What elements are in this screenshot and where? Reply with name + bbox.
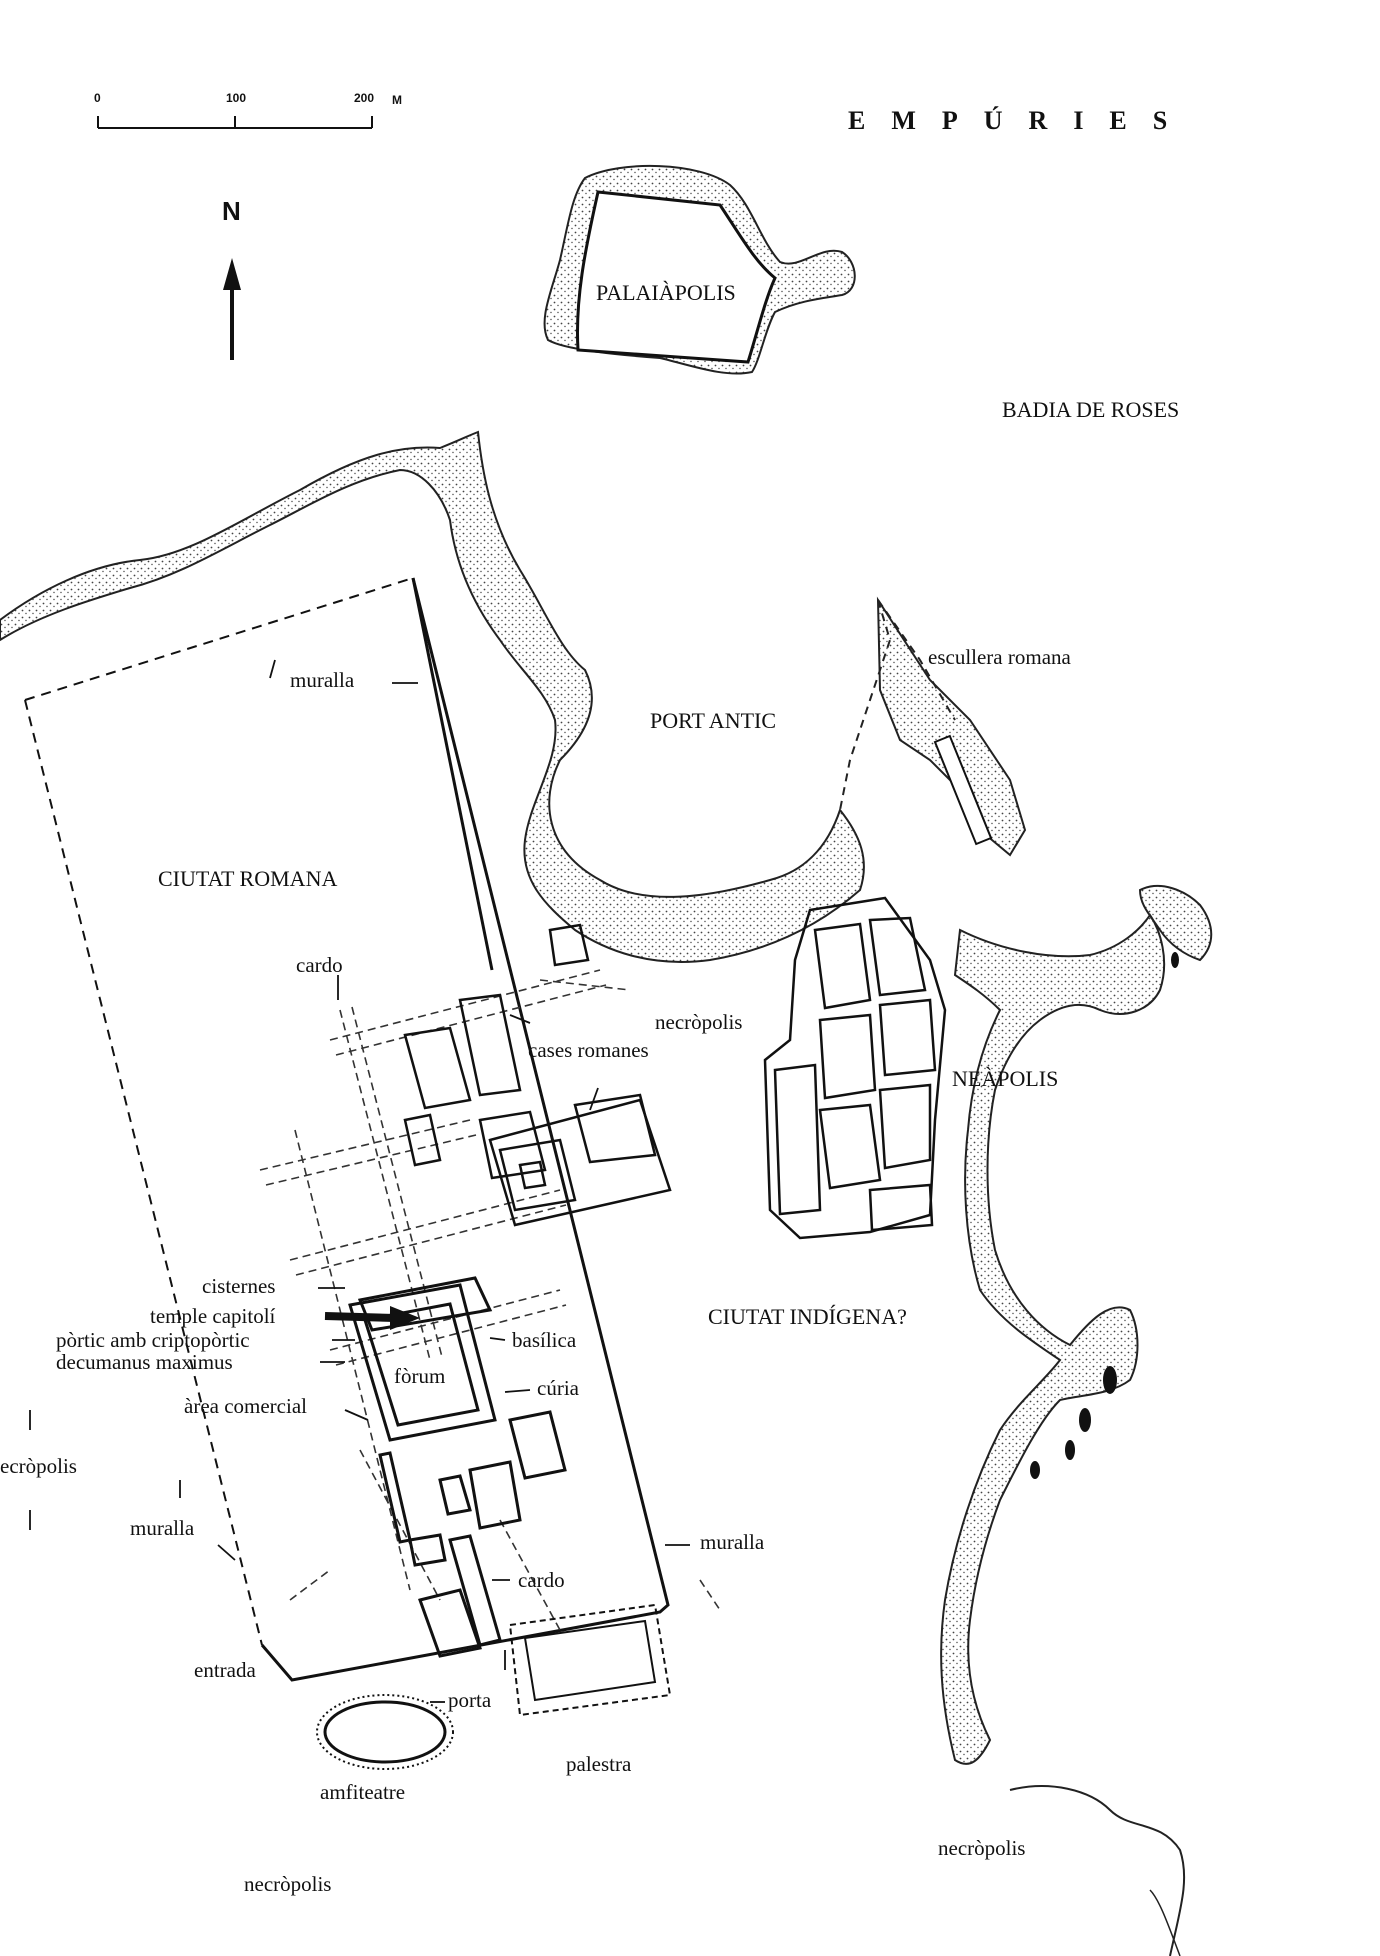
cases-romanes-blocks [403,923,672,1227]
label-cardo-bottom: cardo [518,1568,565,1592]
label-port-antic: PORT ANTIC [650,708,777,733]
amfiteatre-oval [316,1694,454,1770]
label-badia: BADIA DE ROSES [1002,397,1180,422]
scale-unit: M [392,93,402,107]
neapolis-city [763,896,947,1240]
east-coast [940,885,1213,1956]
scale-tick-200: 200 [354,91,375,105]
label-cases-romanes: cases romanes [528,1038,649,1062]
label-palaiapolis: PALAIÀPOLIS [596,280,736,305]
palestra-block [508,1603,672,1717]
label-ciutat-romana: CIUTAT ROMANA [158,866,338,891]
label-ciutat-indigena: CIUTAT INDÍGENA? [708,1304,907,1329]
label-necropolis-bottom-left: necròpolis [244,1872,332,1896]
label-cardo-top: cardo [296,953,343,977]
label-arrows [29,659,690,1703]
label-area-comercial: àrea comercial [184,1394,307,1418]
label-escullera: escullera romana [928,645,1071,669]
label-amfiteatre: amfiteatre [320,1780,406,1804]
escullera-romana [839,596,1027,857]
north-arrow-icon [223,258,241,360]
label-entrada: entrada [194,1658,256,1682]
roman-city-walls [24,577,670,1682]
palaiapolis-island [543,164,856,375]
label-decumanus: decumanus maximus [56,1350,233,1374]
label-cisternes: cisternes [202,1274,276,1298]
label-muralla-right: muralla [700,1530,765,1554]
label-necropolis-left: ecròpolis [0,1454,77,1478]
label-muralla-left: muralla [130,1516,195,1540]
label-curia: cúria [537,1376,579,1400]
label-palestra: palestra [566,1752,632,1776]
label-portic: pòrtic amb criptopòrtic [56,1328,250,1352]
north-label: N [222,196,241,226]
label-porta: porta [448,1688,492,1712]
label-neapolis: NEÀPOLIS [952,1066,1059,1091]
label-muralla-top: muralla [290,668,355,692]
scale-tick-100: 100 [226,91,247,105]
map-title: EMPÚRIES [848,106,1194,135]
scale-tick-0: 0 [94,91,101,105]
label-temple: temple capitolí [150,1304,276,1328]
label-basilica: basílica [512,1328,577,1352]
coastline [0,430,865,963]
forum-complex [348,1276,567,1658]
label-forum: fòrum [394,1364,446,1388]
label-necropolis-bottom-right: necròpolis [938,1836,1026,1860]
scale-bar [97,116,373,129]
temple-arrow-icon [324,1306,420,1330]
street-grid [259,969,721,1631]
label-necropolis-mid: necròpolis [655,1010,743,1034]
